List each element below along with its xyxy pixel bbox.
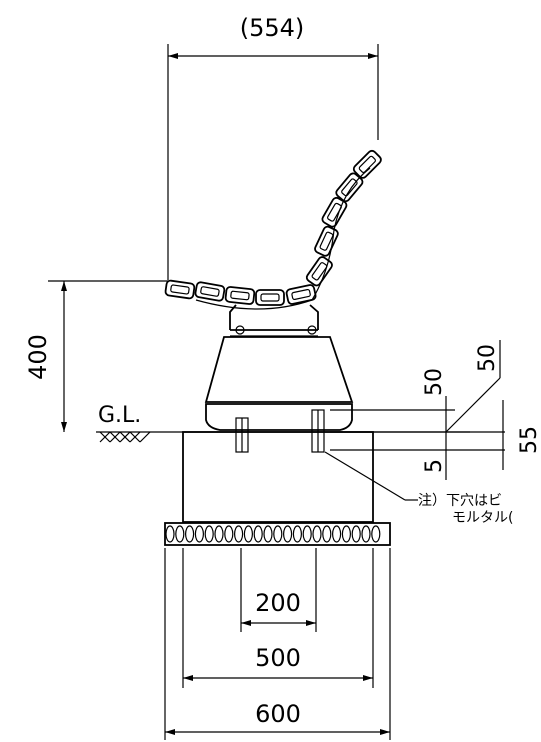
gravel-stone bbox=[322, 525, 332, 543]
gravel-stone bbox=[214, 525, 224, 543]
seat-slat-3 bbox=[224, 286, 256, 305]
gravel-stone bbox=[194, 525, 204, 543]
note-line-1: 注）下穴はビ bbox=[418, 493, 502, 509]
dim-55-label: 55 bbox=[517, 426, 541, 454]
right-side-dimensions: 50 50 55 5 bbox=[330, 340, 541, 480]
top-width-dimension: (554) bbox=[167, 14, 379, 280]
concrete-base bbox=[204, 336, 354, 431]
back-slat-2 bbox=[314, 225, 339, 257]
back-slat-5 bbox=[352, 149, 382, 179]
gravel-stone bbox=[302, 525, 312, 543]
top-width-label: (554) bbox=[240, 14, 305, 42]
gravel-stone bbox=[371, 525, 381, 543]
width-200-label: 200 bbox=[255, 589, 301, 617]
ground-line: G.L. bbox=[96, 403, 470, 443]
gravel-stone bbox=[175, 525, 185, 543]
seat-bracket bbox=[229, 304, 319, 337]
width-200-dimension: 200 bbox=[240, 548, 317, 632]
seat-slat-5 bbox=[285, 284, 317, 305]
note-callout: 注）下穴はビ モルタル( bbox=[324, 451, 513, 526]
back-slat-3 bbox=[321, 196, 348, 228]
width-500-dimension: 500 bbox=[182, 548, 374, 688]
width-500-label: 500 bbox=[255, 644, 301, 672]
height-400-dimension: 400 bbox=[24, 280, 168, 432]
gravel-stone bbox=[204, 525, 214, 543]
gravel-stone bbox=[312, 525, 322, 543]
gravel-stone bbox=[253, 525, 263, 543]
dim-50-a-label: 50 bbox=[422, 368, 447, 396]
width-600-dimension: 600 bbox=[164, 548, 391, 740]
gravel-stone bbox=[263, 525, 273, 543]
gravel-stone bbox=[273, 525, 283, 543]
seat-slat-4 bbox=[255, 289, 285, 306]
back-slat-1 bbox=[305, 256, 333, 287]
gravel-stone bbox=[243, 525, 253, 543]
ground-hatch-symbol bbox=[99, 431, 151, 443]
gravel-stone bbox=[224, 525, 234, 543]
foundation-block bbox=[182, 409, 374, 523]
gravel-stone bbox=[351, 525, 361, 543]
gravel-stone bbox=[361, 525, 371, 543]
back-slat-4 bbox=[335, 172, 364, 203]
gravel-layer bbox=[164, 522, 391, 546]
seat-slat-2 bbox=[194, 281, 226, 302]
gravel-stone bbox=[185, 525, 195, 543]
seat-slat-1 bbox=[164, 279, 196, 300]
bench-slats bbox=[164, 149, 382, 310]
gravel-stone bbox=[332, 525, 342, 543]
gravel-stone bbox=[292, 525, 302, 543]
gravel-stone bbox=[283, 525, 293, 543]
dim-5-label: 5 bbox=[422, 459, 447, 473]
width-600-label: 600 bbox=[255, 700, 301, 728]
gravel-stone bbox=[234, 525, 244, 543]
note-line-2: モルタル( bbox=[452, 510, 513, 526]
gravel-stone bbox=[165, 525, 175, 543]
height-400-label: 400 bbox=[24, 334, 52, 380]
dim-50-b-label: 50 bbox=[475, 344, 500, 372]
ground-level-label: G.L. bbox=[98, 403, 141, 428]
gravel-stone bbox=[341, 525, 351, 543]
